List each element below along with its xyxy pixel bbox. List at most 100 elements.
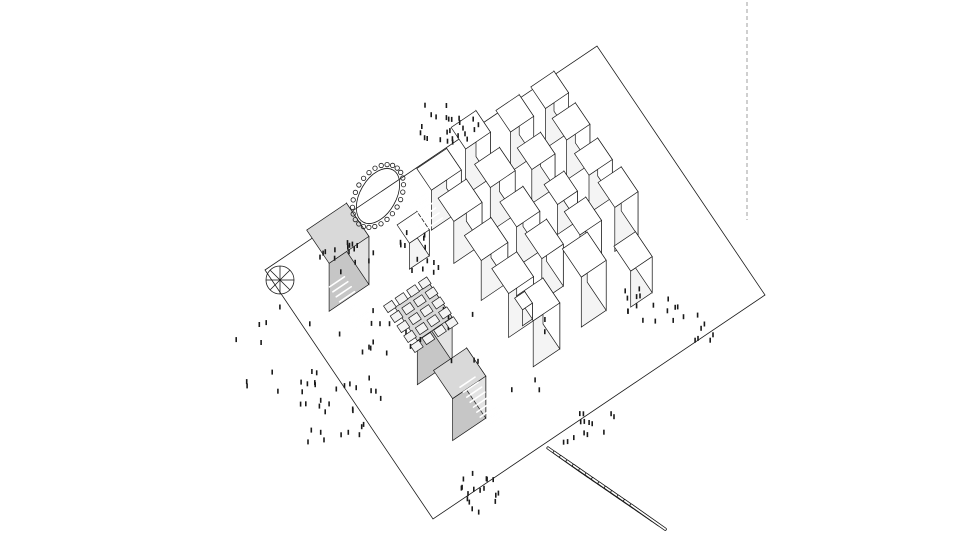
stall-row-west-fill-7 — [348, 305, 366, 318]
ring-seat-11 — [349, 204, 356, 210]
stall-row-south-fill-9 — [486, 416, 503, 428]
building-3-roof — [551, 102, 591, 141]
ring-seat-2 — [389, 211, 395, 217]
market-cell-3-1 — [414, 321, 429, 336]
ring-seat-22 — [398, 169, 404, 175]
market-cell-0-1 — [394, 292, 409, 306]
building-16-roof — [491, 251, 534, 294]
market-cell-1-1 — [401, 302, 416, 316]
building-9-roof — [450, 110, 491, 150]
ring-seat-15 — [360, 175, 367, 181]
umbrella-rib-6 — [269, 269, 281, 281]
stall-row-south-fill-1 — [459, 376, 476, 389]
market-cell-2-1 — [408, 312, 422, 326]
ring-seat-5 — [372, 223, 378, 230]
market-cell-4-2 — [433, 324, 447, 338]
market-cell-0-2 — [406, 284, 420, 298]
market-cell-3-2 — [426, 314, 441, 328]
ring-seat-4 — [378, 221, 384, 227]
stall-row-west-fill-8 — [352, 310, 369, 323]
stall-row-west-fill-3 — [335, 285, 352, 298]
building-8-roof — [563, 196, 602, 236]
stall-row-west-fill-5 — [342, 295, 359, 308]
market-cell-1-0 — [389, 309, 404, 324]
ring-seat-24 — [400, 182, 407, 188]
ring-seat-13 — [352, 189, 358, 195]
stall-row-north-fill-7 — [413, 207, 437, 224]
umbrella-rib-4 — [269, 279, 281, 291]
building-5-roof — [574, 137, 613, 176]
ring-seat-18 — [378, 162, 384, 169]
ring-seat-8 — [356, 221, 362, 227]
building-13-roof — [416, 148, 462, 191]
market-cell-4-0 — [409, 339, 424, 353]
ring-seat-6 — [366, 224, 372, 230]
building-15-roof — [463, 217, 509, 261]
market-cell-3-0 — [403, 329, 417, 343]
ring-seat-3 — [384, 216, 390, 222]
building-19-roof — [613, 231, 653, 272]
stall-row-south-fill-5 — [472, 396, 490, 408]
building-7-roof — [597, 166, 639, 208]
stall-row-north-fill-6 — [409, 202, 434, 219]
stall-row-north-fill-2 — [396, 182, 420, 199]
stall-row-south-fill-6 — [476, 401, 493, 413]
ring-seat-23 — [400, 175, 406, 181]
building-2-roof — [495, 94, 535, 133]
stall-row-west-fill-1 — [328, 275, 346, 288]
ring-seat-9 — [352, 217, 358, 223]
building-14-roof — [437, 178, 483, 222]
stall-row-south-fill-2 — [462, 381, 480, 394]
ring-seat-10 — [350, 211, 356, 217]
building-11-roof — [499, 185, 541, 228]
kiosk-1-roof — [514, 290, 533, 311]
market-cell-0-0 — [383, 299, 397, 314]
building-12-roof — [524, 218, 564, 260]
seating-ring — [355, 168, 401, 224]
ring-seat-25 — [400, 189, 406, 195]
site-boundary — [264, 45, 766, 520]
building-18-roof — [561, 231, 607, 278]
umbrella-rib-2 — [279, 279, 291, 291]
market-cell-0-3 — [417, 276, 432, 290]
market-cell-2-0 — [396, 319, 411, 334]
stall-row-north-fill-9 — [420, 217, 444, 234]
building-6-roof — [543, 170, 578, 205]
stall-row-west-fill-9 — [355, 315, 373, 328]
building-4-roof — [516, 131, 556, 170]
ring-seat-21 — [394, 165, 400, 171]
site-group — [235, 2, 766, 531]
stall-row-north-fill-4 — [403, 192, 427, 209]
market-cell-2-2 — [419, 304, 434, 318]
ring-seat-19 — [384, 162, 390, 168]
highlighted-building-3-roof — [433, 347, 487, 400]
stall-row-west-fill-6 — [345, 300, 363, 313]
outside-bar-fill-14 — [630, 504, 667, 531]
market-cell-4-3 — [444, 316, 459, 330]
stall-row-north-fill-5 — [406, 197, 430, 214]
ring-seat-26 — [397, 197, 404, 203]
stall-row-north-fill-8 — [416, 212, 440, 229]
ring-seat-17 — [372, 165, 378, 171]
ring-seat-12 — [350, 197, 356, 203]
ring-seat-16 — [366, 170, 372, 176]
stall-row-south-fill-8 — [482, 411, 500, 423]
stall-row-north-fill-3 — [399, 187, 424, 204]
stall-row-west-fill-4 — [338, 290, 356, 303]
stall-row-west-fill-2 — [332, 280, 349, 293]
market-cell-1-2 — [413, 294, 427, 308]
stall-row-north-fill-1 — [393, 177, 417, 194]
ring-seat-14 — [356, 182, 362, 188]
ring-seat-20 — [389, 162, 396, 168]
building-20-roof — [396, 211, 430, 244]
stall-row-south-fill-3 — [465, 386, 483, 398]
market-cell-1-3 — [424, 286, 439, 300]
building-1-roof — [530, 70, 570, 109]
market-cell-4-1 — [421, 331, 436, 346]
ring-seat-7 — [360, 224, 366, 230]
stall-row-south-fill-4 — [469, 391, 486, 403]
ring-seat-1 — [394, 204, 400, 210]
stall-row-south-fill-7 — [479, 406, 496, 418]
umbrella-rib-8 — [279, 269, 291, 281]
